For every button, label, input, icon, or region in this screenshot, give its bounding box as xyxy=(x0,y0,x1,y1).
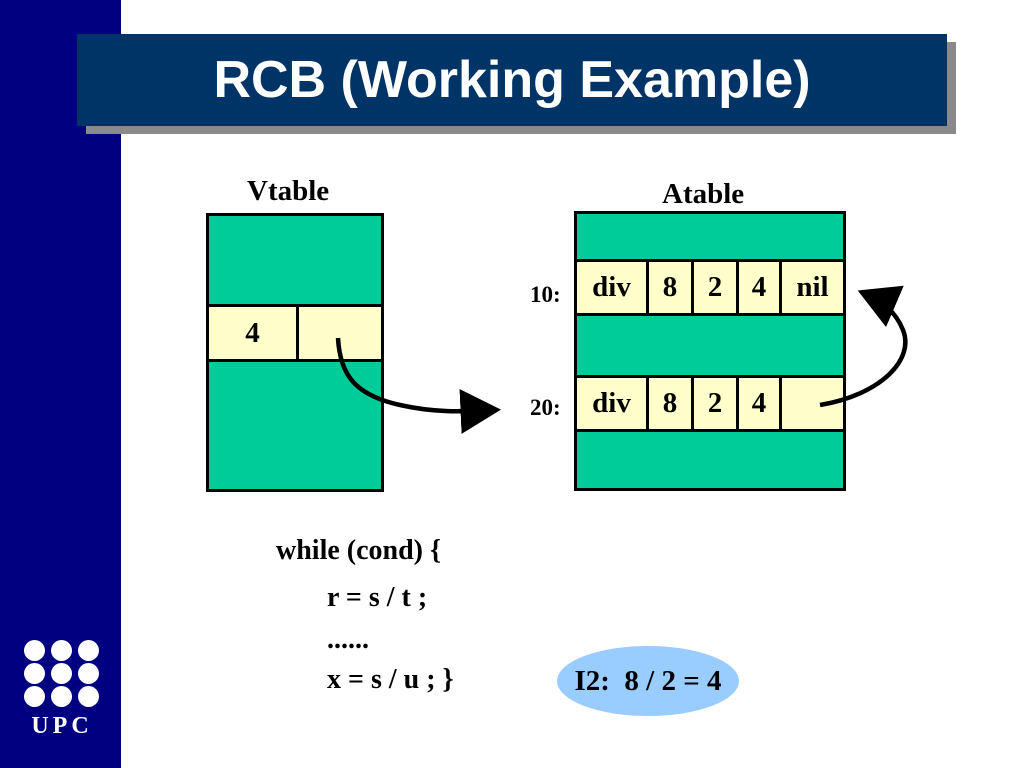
atable-cell: div xyxy=(577,378,649,429)
upc-logo-dots-icon xyxy=(24,640,100,707)
callout-ellipse: I2: 8 / 2 = 4 xyxy=(557,646,739,716)
atable-row: div 8 2 4 xyxy=(574,375,846,432)
slide-title: RCB (Working Example) xyxy=(213,51,811,109)
vtable-cell: 4 xyxy=(209,307,299,359)
atable-cell: 8 xyxy=(649,262,694,313)
atable-cell: 8 xyxy=(649,378,694,429)
vtable-label: Vtable xyxy=(247,175,330,207)
atable-label: Atable xyxy=(662,178,745,210)
address-label: 10: xyxy=(530,282,561,307)
vtable-entry: 4 xyxy=(206,304,384,362)
code-line: r = s / t ; xyxy=(327,582,428,613)
atable-cell: 4 xyxy=(739,378,782,429)
atable-row: div 8 2 4 nil xyxy=(574,259,846,316)
atable-cell: 4 xyxy=(739,262,782,313)
atable-cell: nil xyxy=(796,271,829,303)
logo-text: UPC xyxy=(31,713,93,739)
atable-cell: 2 xyxy=(694,378,739,429)
chain-arrow xyxy=(819,285,908,408)
code-line: x = s / u ; } xyxy=(327,664,454,695)
atable-cell: div xyxy=(577,262,649,313)
code-line: ...... xyxy=(327,624,369,655)
code-line: while (cond) { xyxy=(276,535,442,566)
vtable-to-atable-arrow xyxy=(335,337,501,434)
address-label: 20: xyxy=(530,395,561,420)
title-bar: RCB (Working Example) xyxy=(77,34,947,126)
atable xyxy=(574,211,846,491)
atable-cell: 2 xyxy=(694,262,739,313)
callout-text: I2: 8 / 2 = 4 xyxy=(574,664,722,697)
